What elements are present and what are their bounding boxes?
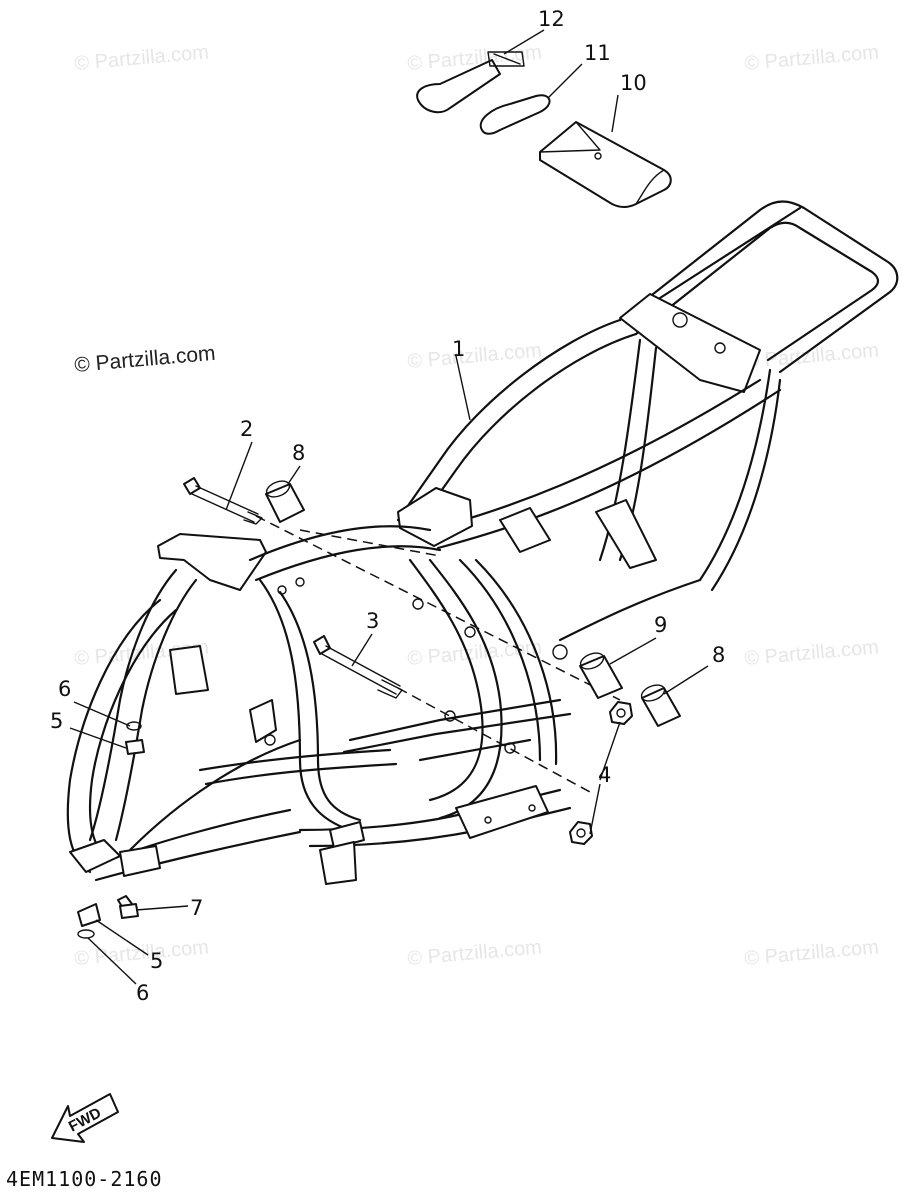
watermark-text: © Partzilla.com <box>407 339 543 373</box>
watermark-text: © Partzilla.com <box>744 41 880 75</box>
callout-12: 12 <box>538 7 565 31</box>
part-12-strap <box>416 51 525 114</box>
callout-6-lower: 6 <box>136 981 149 1005</box>
part-5-6-7-lower <box>77 895 139 939</box>
callout-3: 3 <box>366 609 379 633</box>
callout-5-upper: 5 <box>50 709 63 733</box>
watermark-main: © Partzilla.com <box>73 342 216 377</box>
watermark-text: © Partzilla.com <box>744 936 880 970</box>
callout-8-upper: 8 <box>292 441 305 465</box>
callout-10: 10 <box>620 71 647 95</box>
part-8-collar-lower <box>640 684 681 727</box>
part-9-collar <box>579 652 623 699</box>
callout-11: 11 <box>584 41 611 65</box>
part-11-pad <box>479 94 551 135</box>
diagram-code: 4EM1100-2160 <box>6 1167 163 1191</box>
callout-1: 1 <box>452 337 465 361</box>
callout-4: 4 <box>598 763 611 787</box>
part-8-collar-upper <box>265 480 305 523</box>
leader-lines <box>69 29 709 985</box>
watermark-text: © Partzilla.com <box>407 936 543 970</box>
watermark-text: © Partzilla.com <box>74 41 210 75</box>
watermark-text: © Partzilla.com <box>407 636 543 670</box>
callout-2: 2 <box>240 417 253 441</box>
part-2-bolt <box>183 477 263 525</box>
callout-6-upper: 6 <box>58 677 71 701</box>
part-3-bolt <box>313 635 403 699</box>
fwd-arrow-icon: FWD <box>51 1093 119 1143</box>
callouts: 1 2 3 4 5 5 6 6 7 8 8 9 10 11 12 <box>50 7 725 1005</box>
callout-5-lower: 5 <box>150 949 163 973</box>
watermark-text: © Partzilla.com <box>744 339 880 373</box>
callout-7: 7 <box>190 896 203 920</box>
watermark-text: © Partzilla.com <box>744 636 880 670</box>
callout-8-lower: 8 <box>712 643 725 667</box>
part-4-nuts <box>569 701 633 845</box>
part-10-tool-bag <box>539 121 672 208</box>
watermark-text: © Partzilla.com <box>74 936 210 970</box>
part-1-frame <box>66 200 899 885</box>
part-5-6-grommet-upper <box>125 721 145 755</box>
callout-9: 9 <box>654 613 667 637</box>
